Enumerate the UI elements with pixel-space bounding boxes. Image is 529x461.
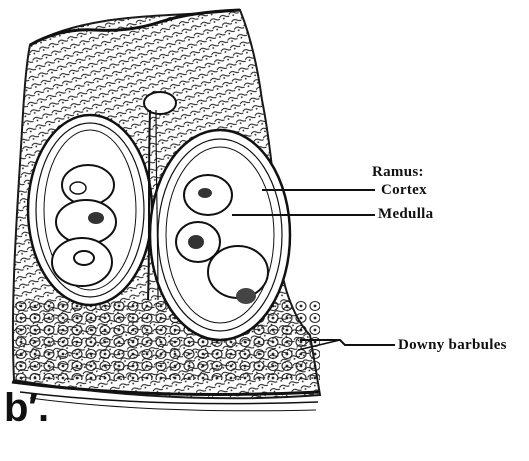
label-cortex: Cortex xyxy=(381,182,427,199)
label-medulla: Medulla xyxy=(378,206,433,223)
label-downy-barbules: Downy barbules xyxy=(398,337,507,354)
panel-label: b′. xyxy=(4,388,49,428)
left-follicle xyxy=(28,115,152,305)
vessel xyxy=(144,92,176,114)
label-ramus: Ramus: xyxy=(372,164,424,181)
basal-cell-layer xyxy=(14,300,320,380)
right-follicle xyxy=(150,130,290,340)
